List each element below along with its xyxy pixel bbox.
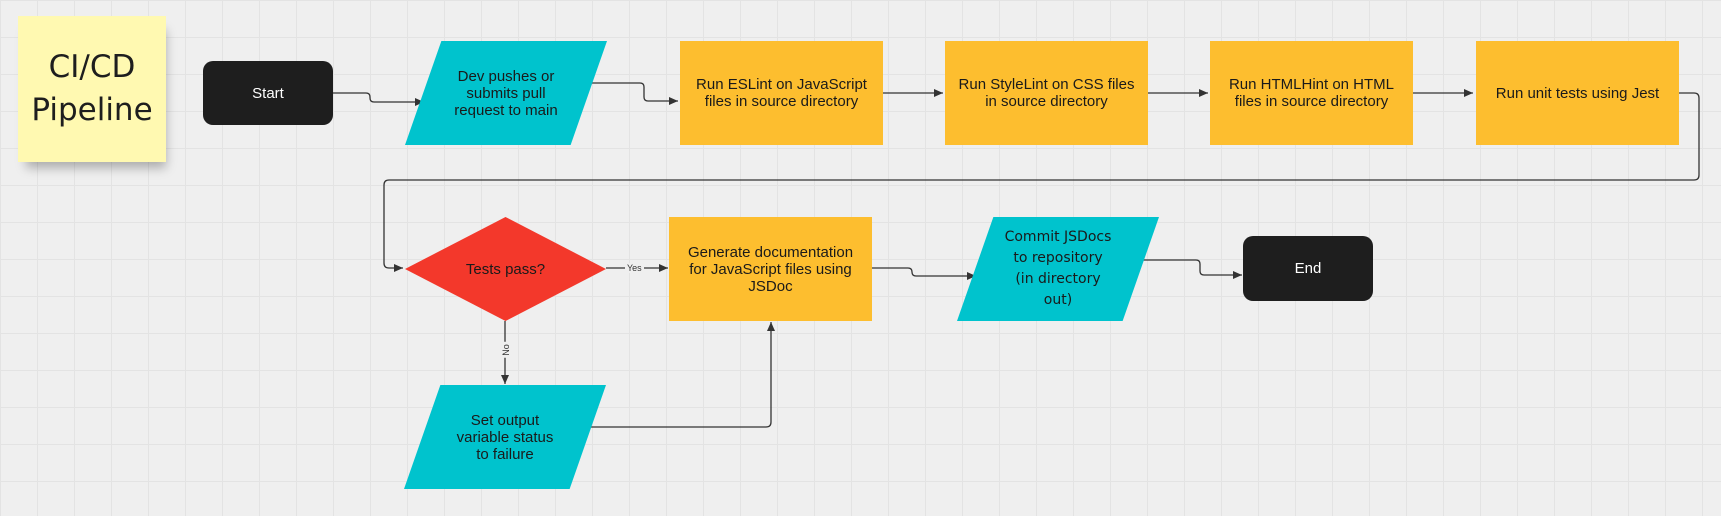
io-shape — [404, 385, 606, 489]
htmlhint-node[interactable]: Run HTMLHint on HTML files in source dir… — [1210, 41, 1413, 145]
edge-set-failure-to-gen-docs — [588, 322, 775, 428]
start-node[interactable]: Start — [203, 61, 333, 125]
io-shape — [957, 217, 1159, 321]
gen-docs-label: Generate documentation for JavaScript fi… — [687, 243, 854, 295]
commit-docs-node[interactable]: Commit JSDocs to repository (in director… — [957, 217, 1159, 321]
edge-commit-docs-to-end — [1138, 259, 1242, 279]
sticky-note-text: CI/CD Pipeline — [31, 49, 153, 128]
edge-jest-to-tests-pass — [383, 92, 1700, 272]
tests-pass-label: Tests pass? — [465, 260, 546, 278]
dev-push-node[interactable]: Dev pushes or submits pull request to ma… — [405, 41, 607, 145]
stylelint-label: Run StyleLint on CSS files in source dir… — [958, 76, 1135, 110]
end-node[interactable]: End — [1243, 236, 1373, 301]
no-edge-label: No — [500, 342, 511, 358]
edge-dev-push-to-eslint — [588, 82, 678, 105]
set-failure-label: Set output variable status to failure — [456, 411, 554, 463]
edge-gen-docs-to-commit-docs — [872, 267, 976, 280]
start-label: Start — [252, 84, 284, 102]
sticky-note[interactable]: CI/CD Pipeline — [18, 16, 166, 162]
gen-docs-node[interactable]: Generate documentation for JavaScript fi… — [669, 217, 872, 321]
eslint-label: Run ESLint on JavaScript files in source… — [696, 76, 867, 110]
tests-pass-node[interactable]: Tests pass? — [405, 217, 606, 321]
htmlhint-label: Run HTMLHint on HTML files in source dir… — [1228, 76, 1395, 110]
end-label: End — [1294, 260, 1322, 277]
set-failure-node[interactable]: Set output variable status to failure — [404, 385, 606, 489]
io-shape — [405, 41, 607, 145]
eslint-node[interactable]: Run ESLint on JavaScript files in source… — [680, 41, 883, 145]
stylelint-node[interactable]: Run StyleLint on CSS files in source dir… — [945, 41, 1148, 145]
jest-label: Run unit tests using Jest — [1495, 84, 1660, 102]
commit-docs-label: Commit JSDocs to repository (in director… — [1004, 229, 1112, 308]
dev-push-label: Dev pushes or submits pull request to ma… — [454, 67, 558, 119]
yes-edge-label: Yes — [625, 263, 644, 273]
edge-start-to-dev-push — [333, 92, 424, 106]
jest-node[interactable]: Run unit tests using Jest — [1476, 41, 1679, 145]
